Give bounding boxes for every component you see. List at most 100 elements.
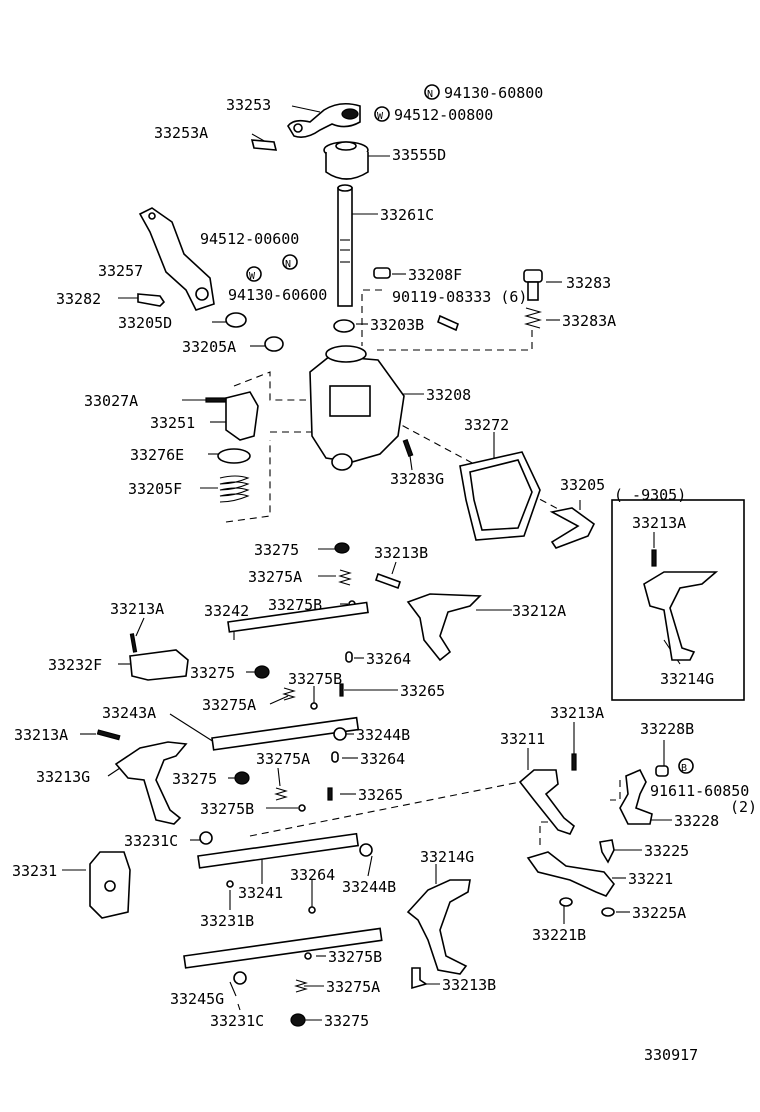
label-33214g: 33214G (420, 848, 474, 866)
label-33275a-b: 33275A (202, 696, 256, 714)
label-33208: 33208 (426, 386, 471, 404)
fork-33214g-inset (643, 571, 719, 661)
plug-33275-b (254, 665, 270, 679)
fork-33213g (114, 741, 188, 825)
label-33241: 33241 (238, 884, 283, 902)
label-33265-a: 33265 (400, 682, 445, 700)
label-33205f: 33205F (128, 480, 182, 498)
shift-case (309, 345, 405, 471)
plug-33275-c (234, 771, 250, 785)
shift-lever-head (287, 102, 361, 138)
lever-33228 (619, 768, 653, 825)
pin-33283g (402, 439, 414, 457)
label-33245g: 33245G (170, 990, 224, 1008)
label-33276e: 33276E (130, 446, 184, 464)
lever-bracket (138, 207, 215, 311)
label-33242: 33242 (204, 602, 249, 620)
svg-text:W: W (249, 271, 256, 282)
label-33275-c: 33275 (172, 770, 217, 788)
label-33261c: 33261C (380, 206, 434, 224)
pin-33213a-inset (651, 549, 657, 567)
svg-text:N: N (285, 259, 291, 270)
ring-33264-b (331, 751, 339, 763)
pin-33265-b (327, 787, 333, 801)
label-33275-d: 33275 (324, 1012, 369, 1030)
label-33275b-a: 33275B (268, 596, 322, 614)
label-33212a: 33212A (512, 602, 566, 620)
ball-33275b-b (310, 702, 318, 710)
seal-33203b (333, 319, 355, 333)
label-94512-00800: 94512-00800 (394, 106, 493, 124)
label-33213a-c: 33213A (550, 704, 604, 722)
label-33272: 33272 (464, 416, 509, 434)
svg-text:W: W (377, 111, 384, 122)
cap-33208f (373, 267, 391, 279)
spring-33275a-c (274, 787, 288, 801)
label-33253a: 33253A (154, 124, 208, 142)
lever-pin (250, 139, 278, 151)
label-33282: 33282 (56, 290, 101, 308)
label-94512-00600: 94512-00600 (200, 230, 299, 248)
label-33244b-a: 33244B (356, 726, 410, 744)
washer-33205d (225, 312, 247, 328)
label-33275a-c: 33275A (256, 750, 310, 768)
label-33231c-a: 33231C (124, 832, 178, 850)
pin-33265-a (339, 683, 344, 697)
ring-33264-a (345, 651, 353, 663)
label-33214g-inset: 33214G (660, 670, 714, 688)
block-33251 (225, 391, 259, 441)
plug-33283 (523, 269, 543, 301)
label-33253: 33253 (226, 96, 271, 114)
ball-33275b-d (304, 952, 312, 960)
label-33275-a: 33275 (254, 541, 299, 559)
label-33275b-c: 33275B (200, 800, 254, 818)
plug-33275-a (334, 542, 350, 554)
ball-33275b-c (298, 804, 306, 812)
inset-note: ( -9305) (614, 486, 686, 504)
spring-33275a-b (282, 687, 296, 701)
label-33228: 33228 (674, 812, 719, 830)
label-33275b-b: 33275B (288, 670, 342, 688)
label-33275a-a: 33275A (248, 568, 302, 586)
label-33213a-b: 33213A (14, 726, 68, 744)
label-33221: 33221 (628, 870, 673, 888)
rod-33243a (211, 716, 360, 751)
lever-33211 (518, 769, 576, 835)
rod-33241 (197, 832, 360, 869)
bolt-90119 (437, 314, 459, 332)
nut-symbol-1: N (424, 84, 440, 100)
bolt-33213b-b (411, 967, 428, 990)
fork-33212a (406, 593, 482, 662)
label-33205d: 33205D (118, 314, 172, 332)
clip-33231c-a (199, 831, 213, 845)
shift-boot (323, 141, 369, 180)
bolt-33213b-a (374, 572, 402, 590)
label-33203b: 33203B (370, 316, 424, 334)
bolt-symbol: B (678, 758, 694, 774)
pin-33213a-c (571, 753, 577, 771)
label-33264-c: 33264 (290, 866, 335, 884)
label-33264-a: 33264 (366, 650, 411, 668)
diagram-id: 330917 (644, 1046, 698, 1064)
plate-33221 (526, 851, 615, 897)
label-33225a: 33225A (632, 904, 686, 922)
label-33275b-d: 33275B (328, 948, 382, 966)
label-33213g: 33213G (36, 768, 90, 786)
label-33225: 33225 (644, 842, 689, 860)
svg-text:N: N (427, 89, 433, 100)
block-33231-hole (104, 880, 116, 892)
plug-33275-d (290, 1013, 306, 1027)
label-33265-b: 33265 (358, 786, 403, 804)
gasket-33272-inner (469, 459, 533, 531)
label-33251: 33251 (150, 414, 195, 432)
label-qty-2: (2) (730, 798, 757, 816)
rod-33242 (227, 601, 369, 633)
label-90119-08333: 90119-08333 (6) (392, 288, 527, 306)
label-91611-60850: 91611-60850 (650, 782, 749, 800)
label-33213a-a: 33213A (110, 600, 164, 618)
fork-33214g (406, 879, 471, 975)
label-33205: 33205 (560, 476, 605, 494)
shift-shaft (337, 184, 353, 307)
label-33232f: 33232F (48, 656, 102, 674)
